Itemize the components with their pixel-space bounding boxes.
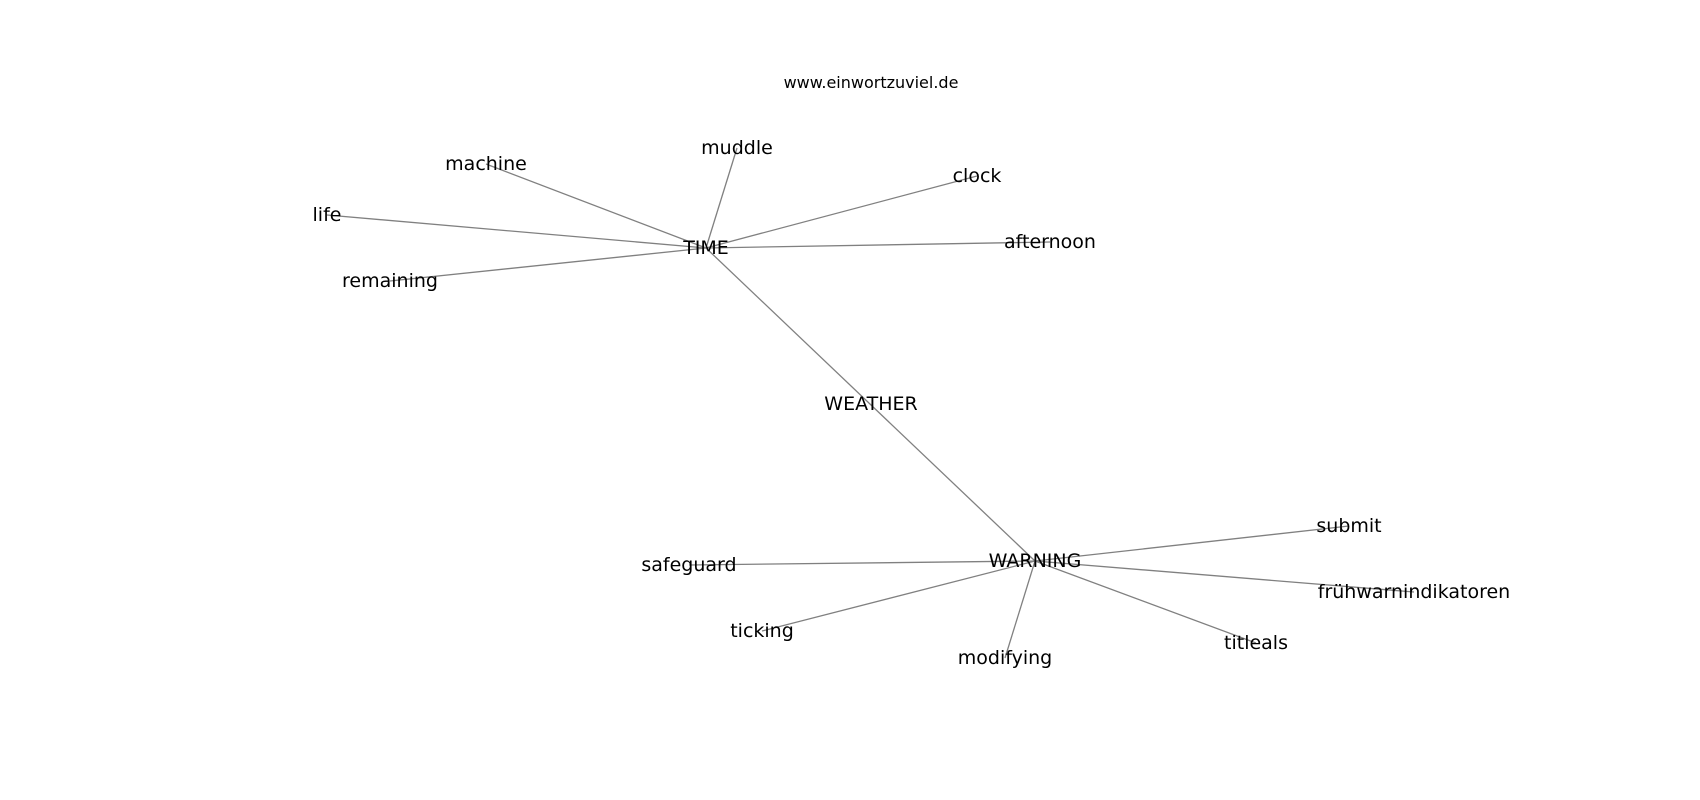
node-modifying: modifying [958,647,1052,669]
node-clock: clock [953,165,1002,187]
edge-warning-fruehwarnindikatoren [1034,560,1415,593]
edge-warning-safeguard [688,560,1036,566]
edge-warning-modifying [1004,560,1036,659]
edge-time-machine [485,163,707,249]
node-titleals: titleals [1224,632,1288,654]
nodes: TIME WEATHER WARNING machine muddle clock life… [313,137,1511,669]
node-fruehwarnindikatoren: frühwarnindikatoren [1318,581,1510,603]
node-time: TIME [682,237,729,259]
node-machine: machine [445,153,527,175]
edge-time-life [326,214,707,249]
edge-time-warning [705,247,1036,562]
edge-time-muddle [705,147,738,249]
edge-time-remaining [389,247,707,282]
node-muddle: muddle [701,137,773,159]
node-weather: WEATHER [824,393,917,415]
node-ticking: ticking [730,620,794,642]
edge-warning-ticking [761,560,1036,632]
node-afternoon: afternoon [1004,231,1096,253]
edge-time-clock [705,175,978,249]
edge-warning-submit [1034,525,1350,562]
edge-time-afternoon [705,241,1051,249]
edge-warning-titleals [1034,560,1257,644]
edges [326,147,1415,659]
node-safeguard: safeguard [641,554,736,576]
source-label: www.einwortzuviel.de [784,73,959,92]
node-remaining: remaining [342,270,438,292]
node-warning: WARNING [989,550,1082,572]
node-life: life [313,204,342,226]
node-submit: submit [1316,515,1381,537]
